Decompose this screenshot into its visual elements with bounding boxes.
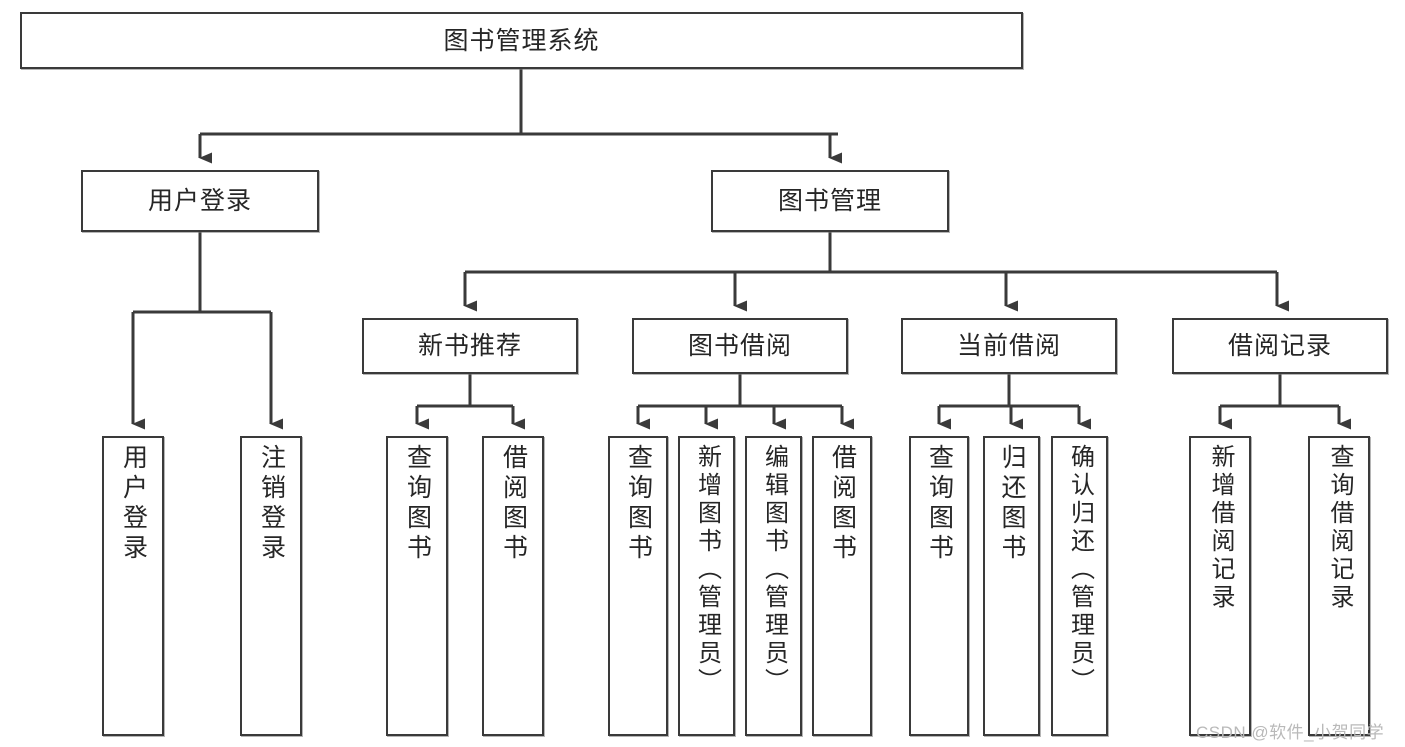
node-label: 用户登录 bbox=[147, 187, 252, 215]
node-label: 查询图书 bbox=[925, 444, 954, 564]
node-leaf-user-login[interactable]: 用户登录 bbox=[102, 436, 164, 736]
node-book-borrow[interactable]: 图书借阅 bbox=[632, 318, 848, 374]
node-label: 图书管理系统 bbox=[443, 26, 600, 55]
node-book-manage[interactable]: 图书管理 bbox=[711, 170, 949, 232]
node-label: 图书管理 bbox=[777, 187, 882, 215]
node-label: 新增图书（管理员） bbox=[693, 444, 721, 696]
node-leaf-query-book-1[interactable]: 查询图书 bbox=[386, 436, 448, 736]
node-leaf-query-book-3[interactable]: 查询图书 bbox=[909, 436, 969, 736]
node-label: 借阅图书 bbox=[828, 444, 857, 564]
node-label: 确认归还（管理员） bbox=[1066, 444, 1094, 696]
node-leaf-edit-book[interactable]: 编辑图书（管理员） bbox=[745, 436, 802, 736]
node-leaf-borrow-book-1[interactable]: 借阅图书 bbox=[482, 436, 544, 736]
csdn-watermark: CSDN @软件_小贺同学 bbox=[1196, 723, 1385, 742]
node-new-book-recommend[interactable]: 新书推荐 bbox=[362, 318, 578, 374]
node-label: 新书推荐 bbox=[417, 332, 522, 360]
node-label: 注销登录 bbox=[257, 444, 286, 564]
node-label: 图书借阅 bbox=[687, 332, 792, 360]
node-current-borrow[interactable]: 当前借阅 bbox=[901, 318, 1117, 374]
node-leaf-add-borrow-record[interactable]: 新增借阅记录 bbox=[1189, 436, 1251, 736]
node-leaf-query-borrow-record[interactable]: 查询借阅记录 bbox=[1308, 436, 1370, 736]
node-label: 查询借阅记录 bbox=[1326, 444, 1353, 612]
node-leaf-logout-login[interactable]: 注销登录 bbox=[240, 436, 302, 736]
node-label: 查询图书 bbox=[624, 444, 653, 564]
node-leaf-return-book[interactable]: 归还图书 bbox=[983, 436, 1040, 736]
node-leaf-query-book-2[interactable]: 查询图书 bbox=[608, 436, 668, 736]
node-label: 当前借阅 bbox=[956, 332, 1061, 360]
node-leaf-add-book[interactable]: 新增图书（管理员） bbox=[678, 436, 735, 736]
node-label: 查询图书 bbox=[403, 444, 432, 564]
node-user-login[interactable]: 用户登录 bbox=[81, 170, 319, 232]
node-label: 归还图书 bbox=[998, 444, 1026, 564]
node-root-system[interactable]: 图书管理系统 bbox=[20, 12, 1023, 69]
node-label: 借阅图书 bbox=[499, 444, 528, 564]
node-label: 用户登录 bbox=[119, 444, 148, 564]
node-leaf-borrow-book-2[interactable]: 借阅图书 bbox=[812, 436, 872, 736]
node-borrow-record[interactable]: 借阅记录 bbox=[1172, 318, 1388, 374]
node-label: 编辑图书（管理员） bbox=[760, 444, 788, 696]
node-label: 新增借阅记录 bbox=[1207, 444, 1234, 612]
node-label: 借阅记录 bbox=[1227, 332, 1332, 360]
node-leaf-confirm-return[interactable]: 确认归还（管理员） bbox=[1051, 436, 1108, 736]
